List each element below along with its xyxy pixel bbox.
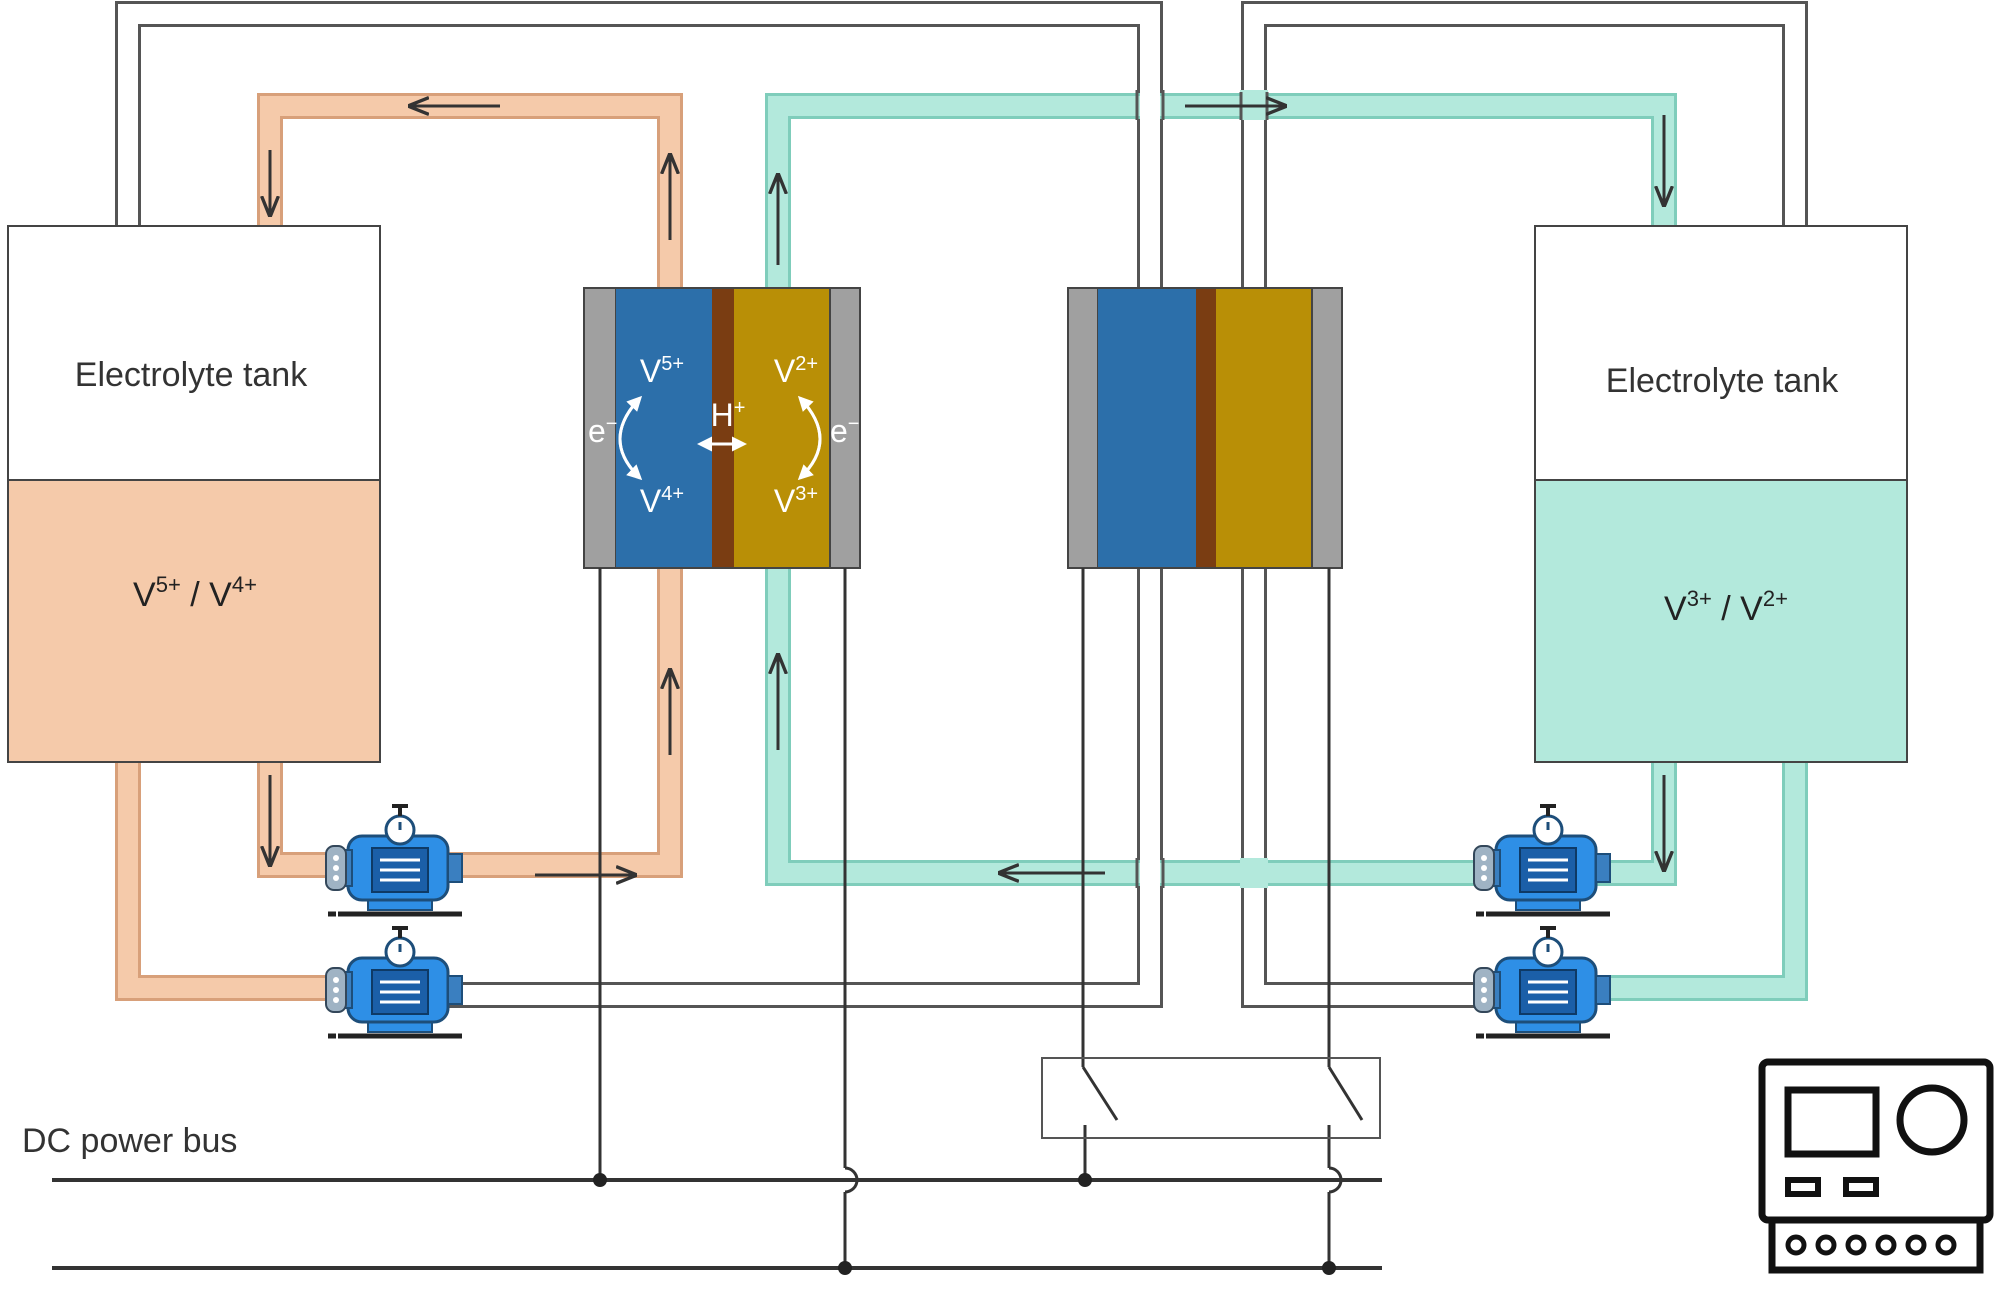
pump-icon — [1473, 804, 1611, 917]
cell-stack-left: V5+ V4+ V2+ V3+ H+ e− e− — [583, 287, 861, 569]
bus-junctions — [593, 1173, 1336, 1275]
switch-icon — [1041, 1057, 1381, 1139]
junction-dot — [1078, 1173, 1092, 1187]
left-tank: Electrolyte tank V5+ / V4+ — [7, 225, 381, 763]
electron-right: e− — [830, 413, 859, 449]
right-tank-title: Electrolyte tank — [1606, 362, 1839, 400]
pump-icon — [1473, 926, 1611, 1039]
junction-dot — [593, 1173, 607, 1187]
pump-icon — [325, 926, 463, 1039]
flow-arrows — [270, 106, 1664, 875]
control-panel-icon — [1758, 1058, 1994, 1274]
electrical-wiring — [52, 568, 1382, 1270]
right-tank: Electrolyte tank V3+ / V2+ — [1534, 225, 1908, 763]
junction-dot — [1322, 1261, 1336, 1275]
right-tank-content: V3+ / V2+ — [1664, 586, 1788, 628]
electron-left: e− — [588, 413, 617, 449]
dc-bus-label: DC power bus — [22, 1122, 237, 1160]
reaction-arrows — [618, 395, 822, 481]
left-tank-content: V5+ / V4+ — [133, 572, 257, 614]
pump-icon — [325, 804, 463, 917]
cell-stack-right — [1067, 287, 1343, 569]
junction-dot — [838, 1261, 852, 1275]
left-tank-title: Electrolyte tank — [75, 356, 308, 394]
